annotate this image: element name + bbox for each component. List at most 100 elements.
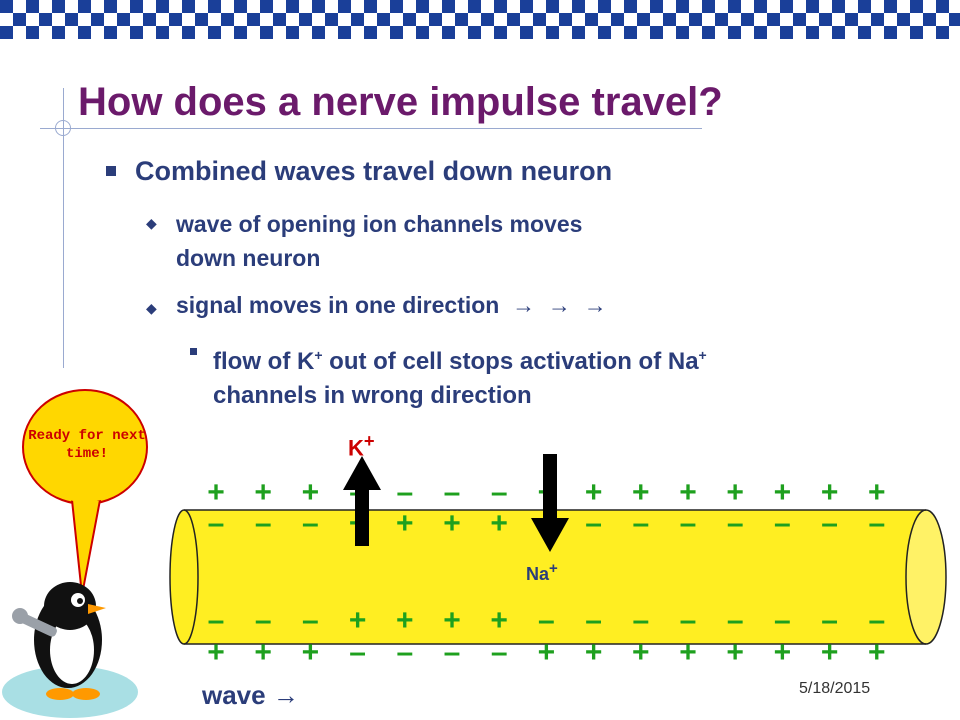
checker-square — [546, 26, 559, 39]
charge-symbol-bottom-inside: – — [255, 604, 272, 637]
charge-symbol-bottom-inside: + — [490, 604, 508, 637]
charge-symbol-top-outside: + — [302, 476, 320, 509]
checker-square — [494, 26, 507, 39]
charge-symbol-bottom-outside: – — [396, 636, 413, 669]
checker-square — [676, 0, 689, 13]
decorative-top-bar — [0, 0, 960, 39]
charge-symbol-bottom-inside: – — [208, 604, 225, 637]
checker-square — [0, 0, 13, 13]
checker-square — [585, 13, 598, 26]
k-ion-symbol: K — [348, 435, 364, 461]
membrane-charges: +++––––++++++++–––++++–––––––––––++++–––… — [207, 476, 885, 669]
checker-square — [429, 13, 442, 26]
checker-square — [832, 26, 845, 39]
checker-square — [481, 13, 494, 26]
checker-square — [507, 13, 520, 26]
bullet-1-text: Combined waves travel down neuron — [135, 156, 613, 186]
charge-symbol-bottom-inside: – — [632, 604, 649, 637]
checker-square — [676, 26, 689, 39]
charge-symbol-top-outside: – — [444, 476, 461, 509]
checker-square — [533, 13, 546, 26]
checker-square — [936, 26, 949, 39]
checker-square — [754, 26, 767, 39]
checker-square — [286, 26, 299, 39]
checker-square — [104, 26, 117, 39]
checker-square — [689, 13, 702, 26]
checker-square — [897, 13, 910, 26]
charge-symbol-bottom-inside: – — [680, 604, 697, 637]
checker-square — [312, 26, 325, 39]
checker-square — [598, 26, 611, 39]
bullet-small-square-icon — [190, 348, 197, 355]
charge-symbol-bottom-outside: – — [349, 636, 366, 669]
charge-symbol-bottom-inside: – — [868, 604, 885, 637]
charge-symbol-top-inside: – — [774, 507, 791, 540]
charge-symbol-bottom-outside: + — [679, 636, 697, 669]
charge-symbol-top-inside: – — [302, 507, 319, 540]
checker-square — [338, 0, 351, 13]
penguin-mascot-icon — [2, 582, 138, 718]
checker-square — [793, 13, 806, 26]
checker-square — [273, 13, 286, 26]
checker-square — [390, 0, 403, 13]
checker-square — [338, 26, 351, 39]
checker-square — [351, 13, 364, 26]
charge-symbol-top-outside: – — [396, 476, 413, 509]
checker-square — [663, 13, 676, 26]
checker-square — [0, 26, 13, 39]
checker-square — [364, 26, 377, 39]
callout-text: Ready for next time! — [28, 428, 146, 462]
checker-square — [845, 13, 858, 26]
checker-square — [169, 13, 182, 26]
checker-square — [390, 26, 403, 39]
bullet-1a-line-1: wave of opening ion channels moves — [176, 211, 583, 237]
wave-direction-label: wave → — [202, 680, 299, 710]
checker-square — [143, 13, 156, 26]
charge-symbol-top-outside: + — [868, 476, 886, 509]
checker-square — [182, 26, 195, 39]
checker-square — [442, 26, 455, 39]
checker-square — [650, 0, 663, 13]
charge-symbol-top-outside: + — [585, 476, 603, 509]
charge-symbol-bottom-inside: – — [727, 604, 744, 637]
charge-symbol-bottom-outside: + — [585, 636, 603, 669]
title-horizontal-rule — [40, 128, 702, 129]
checker-square — [624, 26, 637, 39]
checker-square — [416, 26, 429, 39]
bullet-1b-text: signal moves in one direction → → → — [176, 292, 607, 318]
checker-square — [520, 26, 533, 39]
checker-square — [741, 13, 754, 26]
checker-square — [598, 0, 611, 13]
checker-square — [702, 0, 715, 13]
charge-symbol-bottom-inside: + — [443, 604, 461, 637]
k-ion-label: K+ — [348, 430, 375, 461]
charge-symbol-bottom-inside: – — [302, 604, 319, 637]
checker-square — [624, 0, 637, 13]
charge-symbol-top-inside: – — [680, 507, 697, 540]
k-ion-charge: + — [363, 430, 375, 451]
charge-symbol-bottom-inside: – — [538, 604, 555, 637]
checker-square — [754, 0, 767, 13]
checker-square — [468, 0, 481, 13]
checker-square — [546, 0, 559, 13]
checker-square — [13, 13, 26, 26]
checker-square — [416, 0, 429, 13]
checker-square — [494, 0, 507, 13]
charge-symbol-bottom-outside: + — [538, 636, 556, 669]
charge-symbol-bottom-outside: – — [491, 636, 508, 669]
charge-symbol-top-outside: + — [632, 476, 650, 509]
checker-square — [858, 0, 871, 13]
checker-square — [559, 13, 572, 26]
charge-symbol-top-inside: – — [585, 507, 602, 540]
checker-square — [91, 13, 104, 26]
checker-square — [377, 13, 390, 26]
checker-square — [832, 0, 845, 13]
slide-date: 5/18/2015 — [799, 680, 871, 697]
checker-square — [923, 13, 936, 26]
charge-symbol-top-outside: + — [774, 476, 792, 509]
checker-square — [728, 0, 741, 13]
checker-square — [117, 13, 130, 26]
bullet-square-icon — [106, 166, 116, 176]
checker-square — [403, 13, 416, 26]
checker-square — [780, 0, 793, 13]
